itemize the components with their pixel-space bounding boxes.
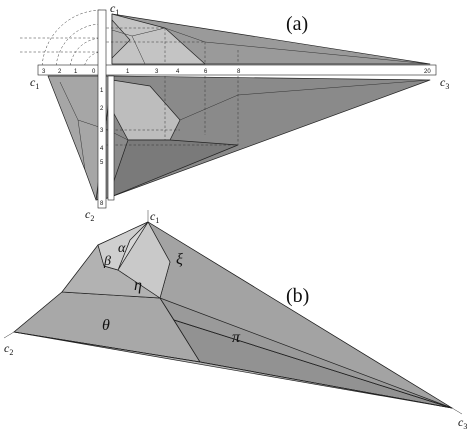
axis-label-c2: c2 xyxy=(85,207,94,223)
axis-bar-vertical-outer xyxy=(97,9,107,209)
tick-label: 3 xyxy=(42,69,46,75)
upper-face-mid xyxy=(111,19,131,59)
panel-a: 3 2 1 0 1 3 4 6 8 20 1 2 3 4 5 8 c1 c1 c xyxy=(20,1,449,223)
vertex-label-c2: c2 xyxy=(4,341,13,357)
axis-label-c1-left: c1 xyxy=(30,75,39,91)
tick-label: 8 xyxy=(100,201,104,207)
tick-label: 2 xyxy=(100,106,104,112)
tick-label: 3 xyxy=(100,128,104,134)
axis-c2-b xyxy=(3,331,15,339)
face-label-theta: θ xyxy=(102,317,110,334)
tick-label: 1 xyxy=(126,69,130,75)
panel-b: α β ξ η θ π c1 c2 c3 (b) xyxy=(3,209,467,431)
axis-bar-vertical-inner xyxy=(107,75,115,201)
lower-face-left xyxy=(47,75,113,201)
tick-label: 5 xyxy=(100,160,104,166)
tick-label: 1 xyxy=(100,88,104,94)
tick-label: 3 xyxy=(155,69,159,75)
tick-label: 2 xyxy=(58,69,62,75)
tick-label: 6 xyxy=(204,69,208,75)
upper-projection xyxy=(102,13,431,65)
face-beta xyxy=(97,221,149,271)
tick-label: 0 xyxy=(92,69,96,75)
axis-c3-b xyxy=(451,407,463,415)
face-label-beta: β xyxy=(103,254,111,269)
top-ticks: 3 2 1 0 1 3 4 6 8 20 xyxy=(42,69,431,75)
axis-label-c1-top: c1 xyxy=(110,1,119,17)
tick-label: 4 xyxy=(100,146,104,152)
lower-face-dark xyxy=(107,139,239,199)
face-label-pi: π xyxy=(232,329,241,346)
lower-projection xyxy=(47,75,431,201)
left-ticks: 1 2 3 4 5 8 xyxy=(100,88,104,207)
tick-label: 4 xyxy=(176,69,180,75)
tick-label: 1 xyxy=(74,69,78,75)
axis-bar-horizontal xyxy=(37,64,437,76)
panel-label-a: (a) xyxy=(286,13,308,35)
face-label-alpha: α xyxy=(118,241,126,256)
tick-label: 8 xyxy=(237,69,241,75)
axis-label-c3: c3 xyxy=(440,75,449,91)
face-label-eta: η xyxy=(134,277,142,294)
vertex-label-c3: c3 xyxy=(458,415,467,431)
vertex-label-c1: c1 xyxy=(150,209,159,225)
construction-arcs xyxy=(20,9,103,71)
panel-label-b: (b) xyxy=(286,285,309,307)
tick-label: 20 xyxy=(424,69,431,75)
face-label-xi: ξ xyxy=(176,251,183,268)
